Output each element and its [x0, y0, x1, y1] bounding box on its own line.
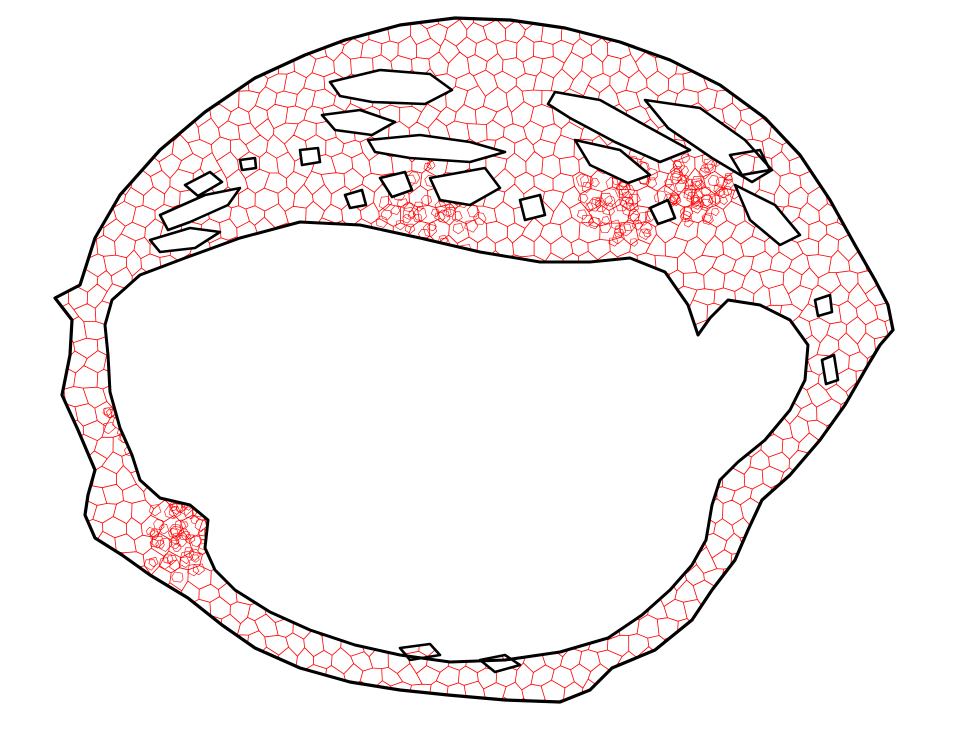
- hole-boundary: [643, 98, 774, 184]
- inner-cavity-boundary: [103, 220, 810, 664]
- hole-boundary: [378, 170, 414, 199]
- hole-boundary: [343, 188, 368, 210]
- hole-boundary: [546, 90, 692, 164]
- hole-boundary: [148, 226, 222, 254]
- hole-boundary: [238, 156, 258, 172]
- hole-boundary: [158, 186, 242, 232]
- hole-boundary: [733, 183, 802, 247]
- outer-boundary: [53, 16, 895, 704]
- hole-boundary: [518, 193, 547, 222]
- hole-boundary: [328, 68, 454, 106]
- hole-boundary: [813, 293, 834, 318]
- hole-boundary: [320, 108, 397, 137]
- hole-boundary: [728, 148, 772, 177]
- hole-boundary: [298, 146, 322, 167]
- hole-boundary: [398, 642, 442, 662]
- hole-boundary: [183, 170, 224, 198]
- hole-boundary: [478, 653, 522, 674]
- domain-boundary-outline: [53, 16, 895, 704]
- hole-boundary: [820, 353, 840, 386]
- hole-boundary: [573, 138, 652, 185]
- hole-boundary: [648, 198, 677, 226]
- hole-boundary: [428, 166, 502, 207]
- hole-boundary: [366, 133, 507, 164]
